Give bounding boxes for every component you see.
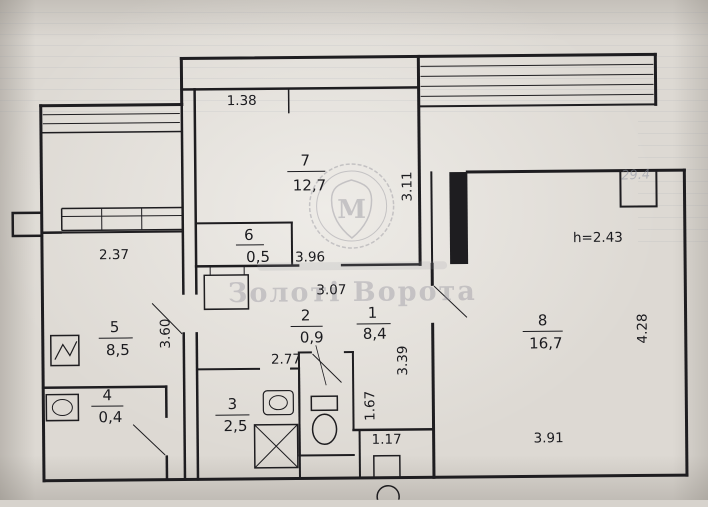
dim-room7-length: 3.11 <box>399 171 415 201</box>
room-5-label: 5 8,5 <box>99 318 133 359</box>
room-6-label: 6 0,5 <box>236 226 270 266</box>
room-8-label: 8 16,7 <box>523 311 563 352</box>
svg-text:12,7: 12,7 <box>293 176 327 194</box>
dim-room3-width: 2.77 <box>271 351 301 367</box>
room-2-label: 2 0,9 <box>290 306 323 346</box>
handwritten-note: 29.4 <box>621 167 651 183</box>
dim-room5-length: 3.60 <box>158 319 174 349</box>
dim-room8-length: 4.28 <box>635 313 651 343</box>
svg-text:3: 3 <box>227 395 237 413</box>
svg-text:8,4: 8,4 <box>363 325 387 343</box>
watermark-monogram: М <box>337 195 366 225</box>
watermark-subtitle-blur <box>257 261 447 271</box>
svg-text:5: 5 <box>110 318 120 336</box>
ceiling-height-label: h=2.43 <box>573 230 623 246</box>
svg-text:2: 2 <box>301 306 311 324</box>
dim-room5-width: 2.37 <box>99 247 129 263</box>
stove-fixture <box>51 335 79 365</box>
sink-fixture-wc <box>46 394 78 420</box>
dim-hall-width: 3.07 <box>316 282 346 298</box>
room-3-label: 3 2,5 <box>215 395 249 435</box>
vent-shaft-protrusion <box>13 213 42 236</box>
dim-hall-length: 3.39 <box>395 345 411 375</box>
svg-text:2,5: 2,5 <box>224 417 248 435</box>
dim-nook-length: 1.67 <box>362 391 378 421</box>
svg-text:8: 8 <box>538 311 548 329</box>
svg-text:0,4: 0,4 <box>98 408 122 426</box>
svg-text:0,5: 0,5 <box>246 248 270 266</box>
svg-text:8,5: 8,5 <box>106 341 130 359</box>
left-window-bands <box>41 113 183 232</box>
washing-machine-fixture <box>255 424 298 467</box>
svg-text:4: 4 <box>102 386 112 404</box>
svg-text:0,9: 0,9 <box>300 328 324 346</box>
agency-watermark: М Золоті Ворота <box>227 163 477 309</box>
svg-text:7: 7 <box>300 151 310 169</box>
svg-text:6: 6 <box>244 226 254 244</box>
balcony-window-band <box>418 64 655 106</box>
svg-text:1: 1 <box>368 304 378 322</box>
svg-text:16,7: 16,7 <box>529 334 563 352</box>
room-4-label: 4 0,4 <box>91 386 123 426</box>
toilet-fixture <box>311 396 337 444</box>
dim-nook-width: 1.17 <box>372 432 402 448</box>
dim-room8-width: 3.91 <box>534 430 564 446</box>
watermark-title: Золоті Ворота <box>228 276 477 309</box>
room-7-label: 7 12,7 <box>287 151 326 194</box>
sink-fixture-bath <box>263 391 293 415</box>
dim-niche-width: 1.38 <box>227 93 257 109</box>
room-1-label: 1 8,4 <box>356 304 390 343</box>
dim-room7-width: 3.96 <box>295 249 325 265</box>
